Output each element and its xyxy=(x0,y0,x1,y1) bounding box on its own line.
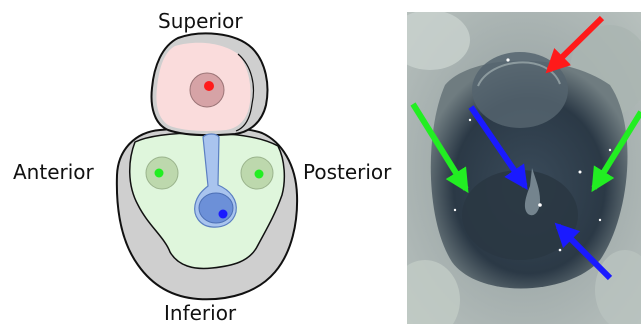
label-superior: Superior xyxy=(158,9,243,33)
blue-marker xyxy=(219,210,228,219)
red-marker xyxy=(204,81,214,91)
label-anterior: Anterior xyxy=(13,160,94,184)
label-inferior: Inferior xyxy=(164,301,236,325)
endoscopic-photo xyxy=(390,10,641,324)
stalk-bulb xyxy=(199,193,233,223)
label-posterior: Posterior xyxy=(303,160,391,184)
schematic xyxy=(117,33,297,299)
green-marker-posterior xyxy=(255,170,264,179)
green-marker-anterior xyxy=(155,169,164,178)
